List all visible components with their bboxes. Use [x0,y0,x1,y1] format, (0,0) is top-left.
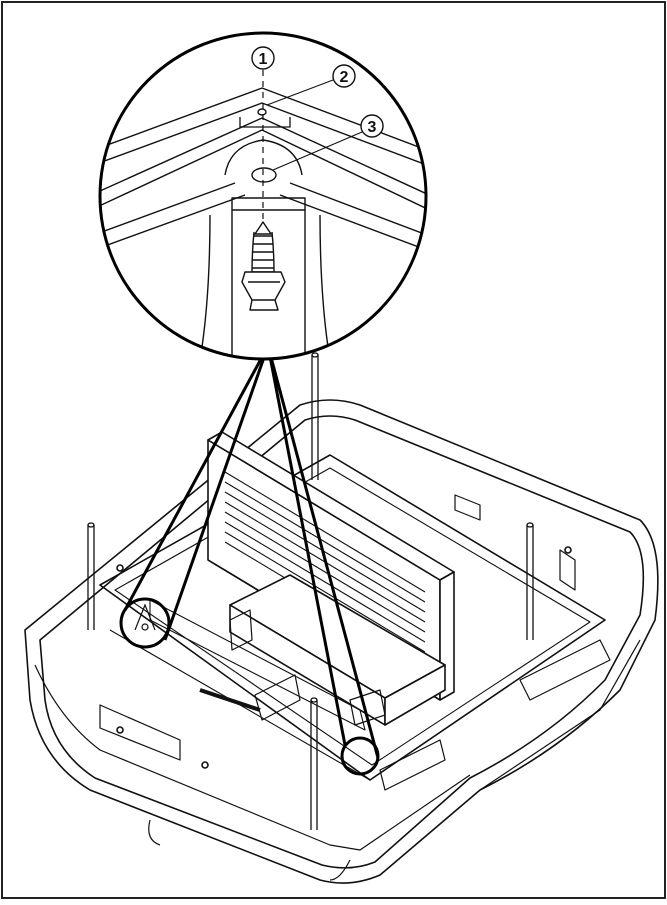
rail [149,599,366,731]
shell-lower-lip [34,664,471,851]
connector [254,674,301,721]
callout-3: 3 [360,114,384,138]
plug [229,609,253,651]
zoom-detail [98,31,428,361]
guide-rods [87,352,534,830]
callout-2-label: 2 [340,69,349,86]
shell-right-lip [479,639,641,791]
detail-ring-left [119,597,171,649]
connector-block [379,739,446,791]
callout-1-label: 1 [259,51,268,68]
zoom-circle [98,31,428,361]
callout-3-label: 3 [368,119,377,136]
roof-unit-assembly [24,352,659,884]
shell-inner-rim [39,415,645,869]
callout-2: 2 [332,64,356,88]
callout-1: 1 [251,46,275,70]
outer-shell [24,399,659,884]
zoom-leader-lines [123,345,380,759]
shell-tab-right [519,639,611,701]
hinge-bracket [454,494,481,521]
screw [241,221,286,311]
shell-tab-left [99,704,181,761]
